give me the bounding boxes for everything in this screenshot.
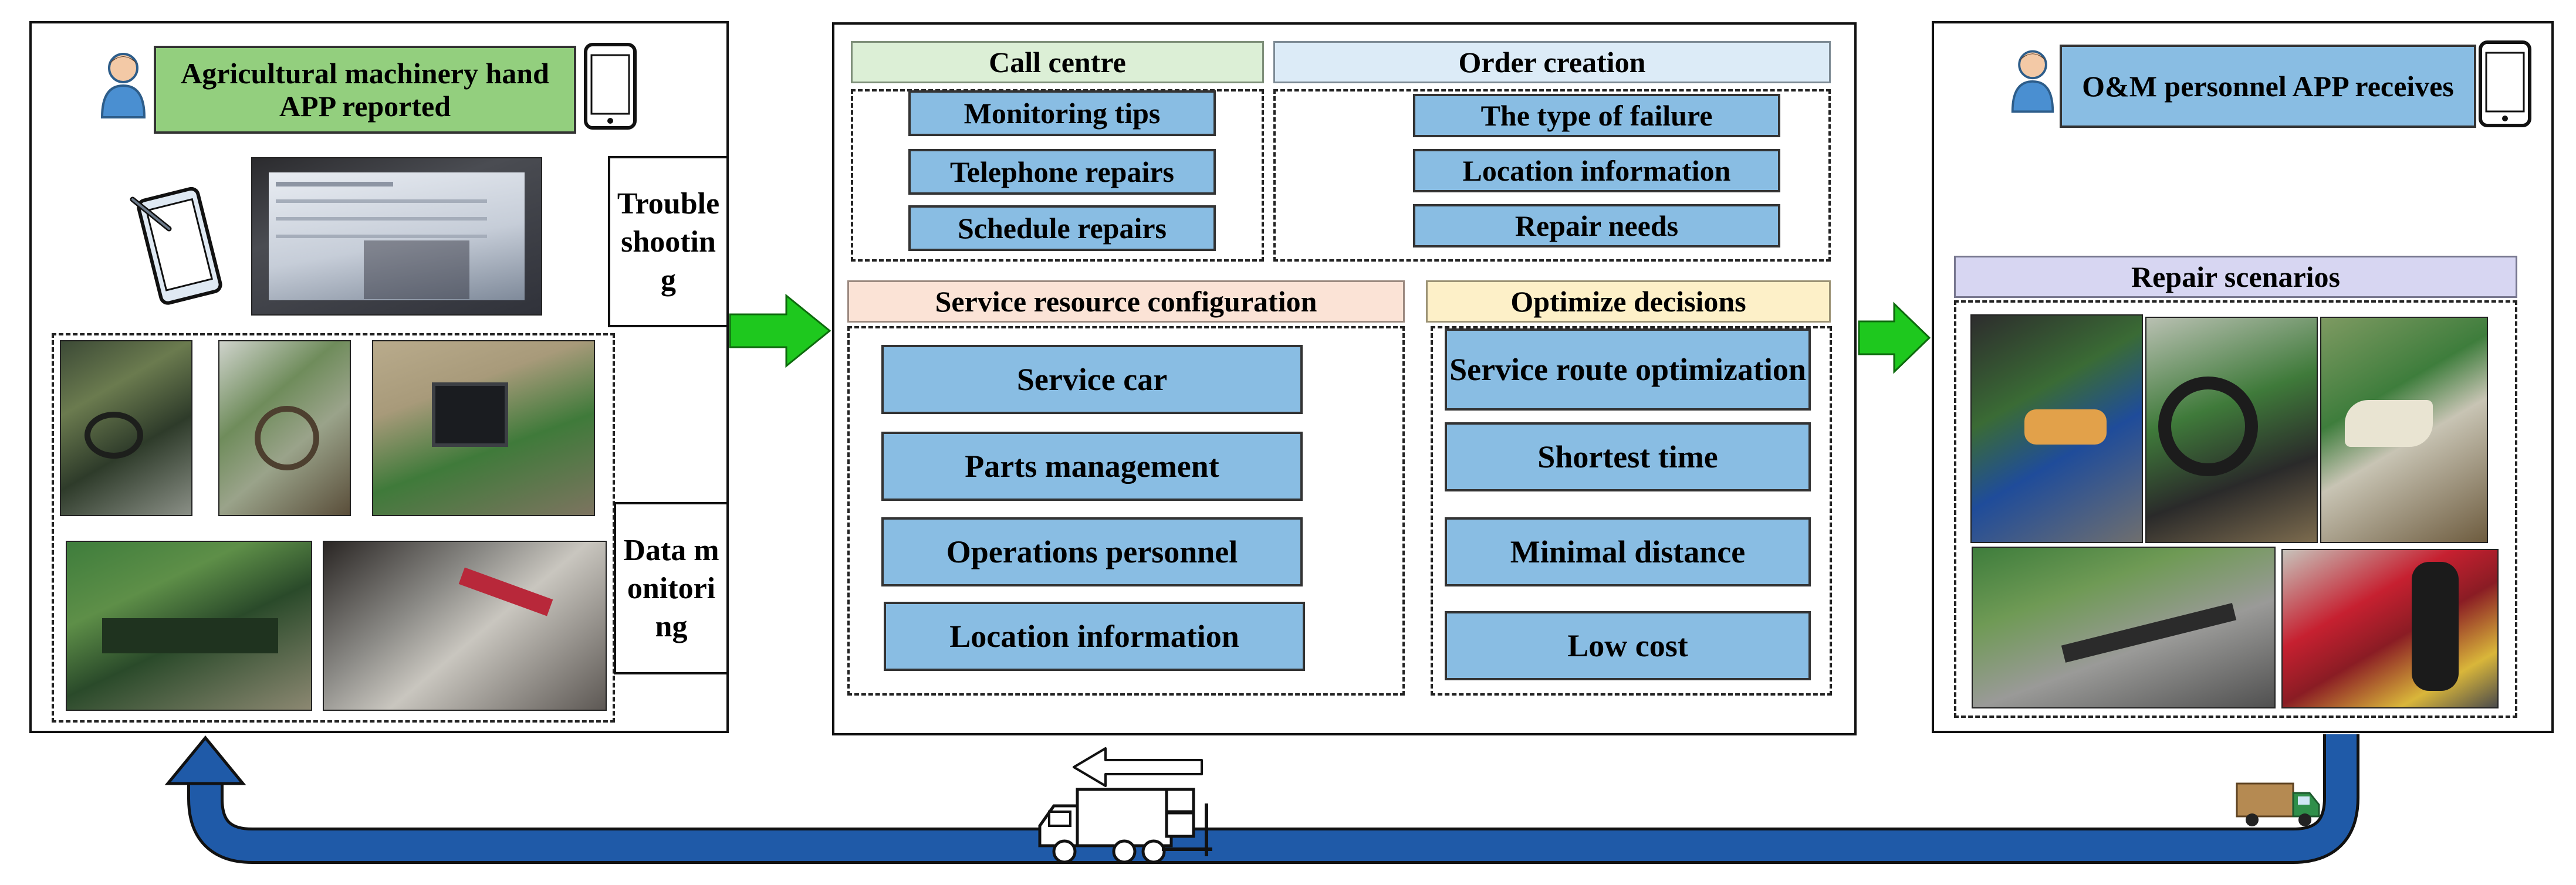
person-icon <box>2011 50 2054 113</box>
person-icon <box>100 53 146 118</box>
repair-photo-guard <box>2320 317 2488 543</box>
repair-photo-harvester <box>1972 547 2276 708</box>
repair-photo-red-machine <box>2281 549 2499 708</box>
delivery-truck-icon <box>1038 788 1212 864</box>
smartphone-icon <box>584 43 637 130</box>
data-monitoring-label: Data monitoring <box>614 502 729 674</box>
low-cost-box: Low cost <box>1445 611 1811 680</box>
smartphone-icon <box>2479 40 2531 127</box>
repair-photo-wheel <box>2145 317 2318 543</box>
om-app-receives-label: O&M personnel APP receives <box>2060 45 2476 128</box>
monitor-terminal-photo <box>372 340 595 516</box>
optimize-decisions-group <box>1431 326 1832 696</box>
repair-scenarios-group <box>1954 300 2517 718</box>
parts-management-box: Parts management <box>881 432 1303 501</box>
monitoring-tips-box: Monitoring tips <box>908 90 1216 136</box>
left-arrow-icon <box>1073 747 1203 787</box>
telephone-repairs-box: Telephone repairs <box>908 149 1216 195</box>
repair-needs-box: Repair needs <box>1413 204 1780 247</box>
resource-location-box: Location information <box>884 602 1305 671</box>
tablet-stylus-icon <box>130 187 222 305</box>
shortest-time-box: Shortest time <box>1445 422 1811 491</box>
tablet-screen-photo <box>251 157 542 316</box>
hand-app-reported-label: Agricultural machinery hand APP reported <box>154 46 576 134</box>
service-car-box: Service car <box>881 345 1303 414</box>
harvester-interior-photo <box>66 541 312 711</box>
troubleshooting-label: Troubleshooting <box>608 156 729 327</box>
minimal-distance-box: Minimal distance <box>1445 517 1811 586</box>
operations-personnel-box: Operations personnel <box>881 517 1303 586</box>
failure-type-box: The type of failure <box>1413 94 1780 137</box>
schedule-repairs-box: Schedule repairs <box>908 205 1216 251</box>
service-resource-group <box>847 326 1405 696</box>
call-centre-header: Call centre <box>851 41 1264 83</box>
chain-drive-photo <box>218 340 351 516</box>
flow-arrow-right-2 <box>1858 301 1931 374</box>
route-optimization-box: Service route optimization <box>1445 328 1811 411</box>
order-creation-header: Order creation <box>1273 41 1831 83</box>
optimize-decisions-header: Optimize decisions <box>1426 280 1831 323</box>
engine-photo <box>60 340 192 516</box>
repair-photo-wiring <box>1970 314 2143 543</box>
cutter-blade-photo <box>323 541 607 711</box>
flow-arrow-right-1 <box>729 293 831 368</box>
service-resource-header: Service resource configuration <box>847 280 1405 323</box>
order-creation-group <box>1273 89 1831 262</box>
truck-icon <box>2236 782 2320 826</box>
order-location-box: Location information <box>1413 149 1780 192</box>
repair-scenarios-header: Repair scenarios <box>1954 256 2517 298</box>
